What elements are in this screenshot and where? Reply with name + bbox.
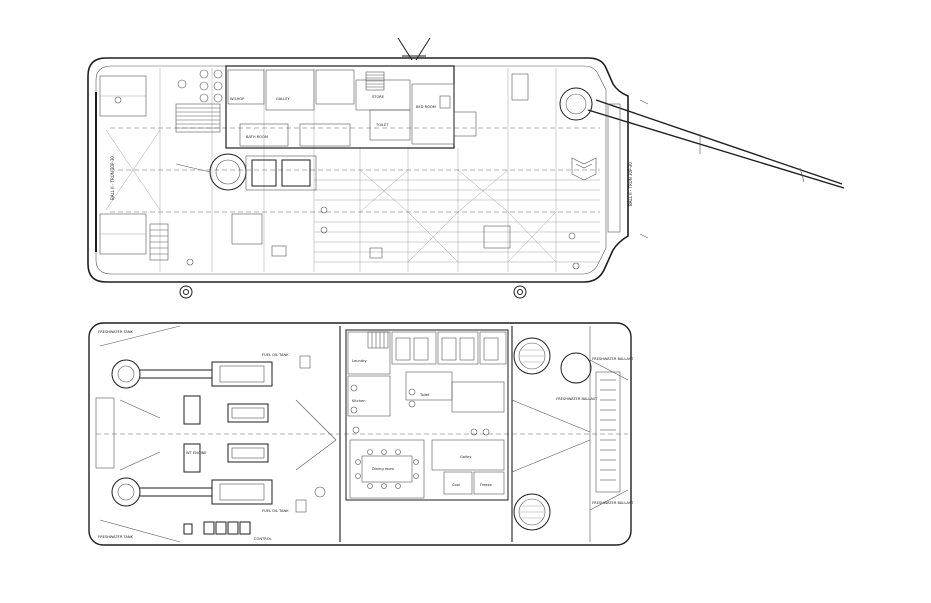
room-label-store: STORE	[372, 95, 385, 99]
bow-thrusters	[513, 337, 592, 531]
room-label-galley: GALLEY	[276, 97, 291, 101]
upper-hull-outline	[87, 57, 629, 283]
upper-stairs	[175, 71, 385, 133]
dining-set	[355, 449, 419, 489]
stern-label: BALL II - TRUN 30P-30	[110, 156, 115, 200]
lower-hull-outline	[88, 322, 632, 546]
room-label-freeze: Freeze	[480, 483, 493, 487]
lower-deck-plan: Laundry Kitchen Toilet Dining room Galle…	[88, 322, 634, 546]
upper-mast	[397, 37, 431, 61]
room-label-laundry: Laundry	[352, 359, 368, 363]
gas-cylinders	[177, 69, 223, 103]
bow-label: BALL II - TRUN 30P-30	[628, 162, 633, 206]
generators	[183, 395, 269, 473]
room-label-control: CONTROL	[254, 537, 272, 541]
tank-label-3: FUEL OIL TANK	[262, 353, 289, 357]
bow-ramp	[571, 99, 649, 239]
room-label-bathroom: BATH ROOM	[246, 135, 268, 139]
main-engine-bottom	[111, 477, 273, 507]
main-engine-top	[111, 359, 273, 389]
room-label-bedroom: BED ROOM	[416, 105, 436, 109]
toilets	[350, 384, 416, 434]
upper-deck-plan: W.SHOP GALLEY BATH ROOM STORE BED ROOM T…	[87, 37, 845, 299]
bottom-lugs	[179, 285, 527, 299]
room-label-toilet: TOILET	[375, 123, 389, 127]
room-label-wt-engine: WT ENGINE	[186, 451, 207, 455]
room-label-wshop: W.SHOP	[230, 97, 245, 101]
bunks	[395, 337, 499, 361]
tank-label-5: FRESHWATER BALLAST	[592, 357, 634, 361]
room-label-kitchen: Kitchen	[352, 399, 366, 403]
tank-label-1: FRESHWATER TANK	[98, 330, 134, 334]
room-label-cool: Cool	[452, 483, 460, 487]
room-label-dining: Dining room	[372, 467, 395, 471]
lower-bow-ramp	[595, 371, 621, 493]
stern-ladders	[149, 223, 169, 261]
accommodation-block	[345, 329, 509, 501]
lower-stairs	[367, 331, 389, 349]
hatch-2	[483, 225, 511, 249]
control-panels	[183, 521, 251, 535]
tank-label-4: FUEL OIL TANK	[262, 509, 289, 513]
room-label-toilet: Toilet	[419, 393, 430, 397]
tank-label-6: FRESHWATER BALLAST	[556, 397, 598, 401]
deck-crane-base	[175, 153, 317, 191]
hatch-1	[231, 213, 263, 245]
room-label-galley: Galley	[460, 455, 472, 459]
tank-label-7: FRESHWATER BALLAST	[592, 501, 634, 505]
bow-crane	[559, 87, 845, 189]
tank-label-2: FRESHWATER TANK	[98, 535, 134, 539]
